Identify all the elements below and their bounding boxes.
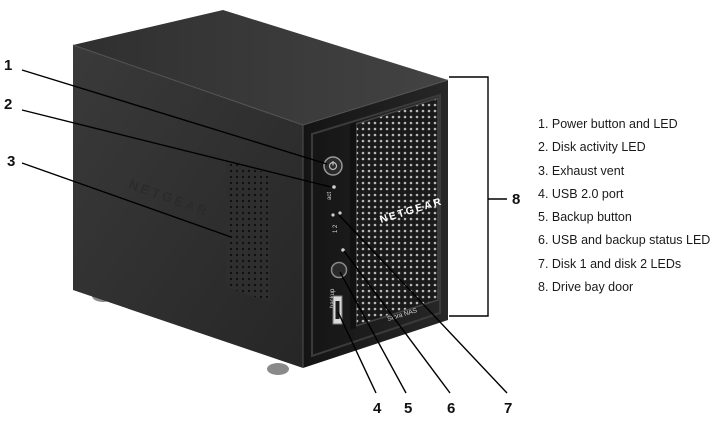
callout-2: 2 (4, 96, 12, 113)
leader-5 (339, 271, 407, 394)
callout-8: 8 (512, 191, 520, 208)
backup-button[interactable] (330, 261, 348, 279)
leader-3 (21, 162, 232, 238)
leader-4 (337, 311, 377, 394)
usb-backup-status-led (341, 248, 345, 252)
nas-top (73, 10, 448, 125)
legend-list: 1. Power button and LED 2. Disk activity… (538, 113, 710, 299)
legend-item: 8. Drive bay door (538, 280, 634, 295)
legend-item: 3. Exhaust vent (538, 163, 625, 178)
drive-bay-door-frame (350, 122, 356, 330)
legend-item: 2. Disk activity LED (538, 140, 646, 155)
usb-port-inner (335, 301, 340, 319)
leader-2 (21, 109, 332, 188)
leader-6 (343, 250, 451, 394)
disk2-led (338, 211, 342, 215)
callout-6: 6 (447, 400, 455, 417)
legend-item: 1. Power button and LED (538, 117, 678, 131)
callout-4: 4 (373, 400, 382, 417)
disk-leds-label: 1 2 (333, 224, 339, 233)
leader-lines (21, 69, 508, 394)
leader-8-bracket (449, 76, 489, 317)
front-bezel (311, 93, 441, 358)
callout-5: 5 (404, 400, 412, 417)
foot-right-front (267, 363, 289, 375)
act-label: act (327, 192, 333, 200)
legend-item: 4. USB 2.0 port (538, 186, 624, 201)
disk1-led (331, 213, 335, 217)
disk-activity-led (332, 185, 336, 189)
legend-item: 5. Backup button (538, 210, 632, 225)
callout-3: 3 (7, 153, 15, 170)
leader-7 (338, 214, 508, 394)
legend-item: 6. USB and backup status LED (538, 233, 711, 248)
leader-1 (21, 69, 328, 165)
callout-7: 7 (504, 400, 512, 417)
power-button[interactable] (323, 156, 343, 176)
callout-1: 1 (4, 57, 12, 74)
exhaust-vent (226, 160, 270, 302)
legend-item: 7. Disk 1 and disk 2 LEDs (538, 256, 682, 271)
